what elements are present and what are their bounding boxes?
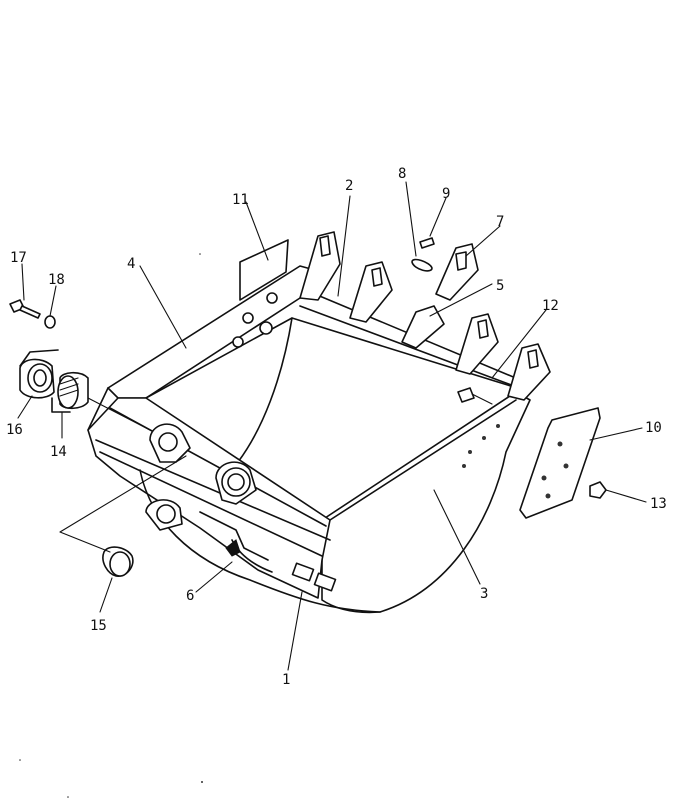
callout-17: 17 (10, 250, 27, 266)
callout-18: 18 (48, 272, 65, 288)
scan-specks (19, 253, 203, 798)
nut-13 (589, 481, 607, 499)
callout-15: 15 (90, 618, 107, 634)
callout-11: 11 (232, 192, 249, 208)
bolt-12 (457, 387, 493, 405)
bolt-17 (9, 299, 41, 319)
callout-labels: 1 2 3 4 5 6 7 8 9 10 11 12 13 14 15 16 1… (6, 166, 667, 688)
callout-3: 3 (480, 586, 488, 602)
callout-2: 2 (345, 178, 353, 194)
collar-16 (19, 349, 59, 399)
bucket-body (87, 265, 531, 614)
lock-pin-8 (411, 258, 433, 272)
callout-6: 6 (186, 588, 194, 604)
retainer-9 (419, 237, 435, 249)
tooth-point-7 (435, 243, 479, 301)
bushing-15 (102, 546, 134, 577)
callout-1: 1 (282, 672, 290, 688)
callout-12: 12 (542, 298, 559, 314)
washer-18 (44, 315, 56, 329)
bushing-14 (51, 371, 89, 413)
side-cutter-10 (519, 407, 601, 519)
callout-16: 16 (6, 422, 23, 438)
callout-10: 10 (645, 420, 662, 436)
leader-lines (17, 181, 647, 671)
bucket-teeth-row (299, 231, 551, 401)
callout-8: 8 (398, 166, 406, 182)
callout-9: 9 (442, 186, 450, 202)
callout-4: 4 (127, 256, 135, 272)
callout-7: 7 (496, 214, 504, 230)
callout-13: 13 (650, 496, 667, 512)
side-protector-11 (239, 239, 289, 301)
callout-5: 5 (496, 278, 504, 294)
callout-14: 14 (50, 444, 67, 460)
